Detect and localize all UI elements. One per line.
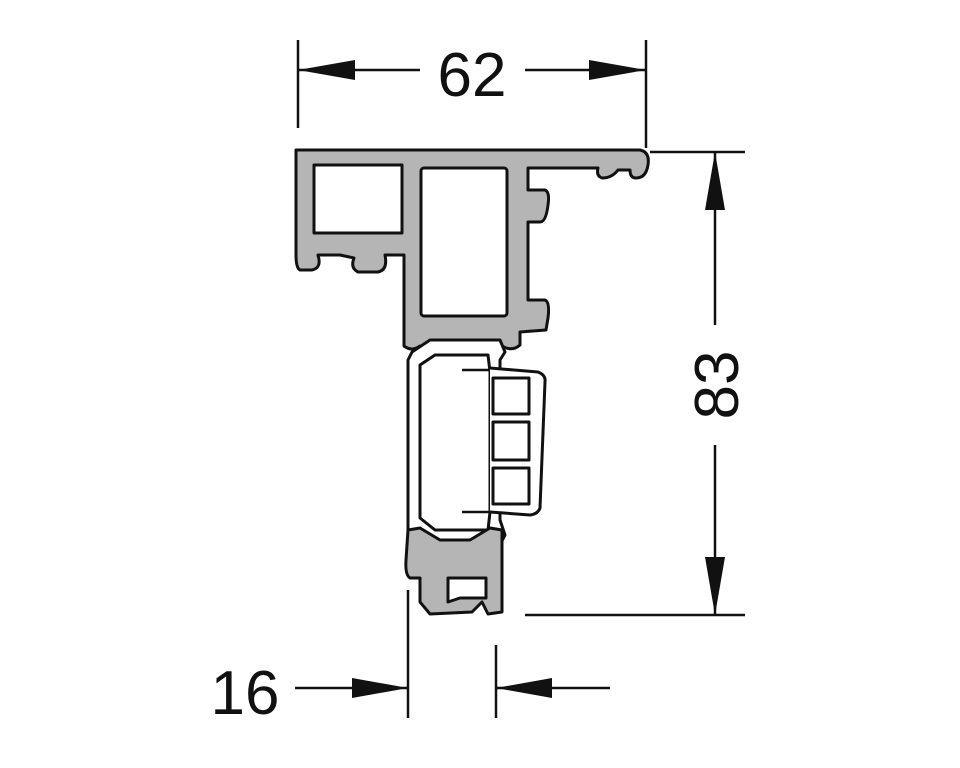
bottom-label: 16 (211, 659, 280, 728)
arrow-right-icon (352, 678, 408, 698)
width-label: 62 (438, 41, 507, 110)
left-chamber (312, 163, 404, 235)
dimension-height: 83 (525, 150, 752, 617)
glazing-bead (462, 366, 547, 517)
bead-cell (491, 420, 531, 462)
arrow-down-icon (705, 557, 725, 615)
arrow-up-icon (705, 152, 725, 210)
dimension-bottom: 16 (211, 590, 610, 728)
frame-profile (294, 148, 650, 351)
center-chamber (419, 166, 509, 318)
height-label: 83 (683, 351, 752, 420)
arrow-left-icon (298, 60, 355, 80)
arrow-left-icon (496, 678, 552, 698)
bead-cell (491, 376, 531, 416)
dimension-width: 62 (296, 40, 648, 148)
arrow-right-icon (589, 60, 646, 80)
thermal-break (406, 338, 507, 547)
bottom-profile (404, 526, 504, 616)
bead-cell (491, 466, 531, 506)
